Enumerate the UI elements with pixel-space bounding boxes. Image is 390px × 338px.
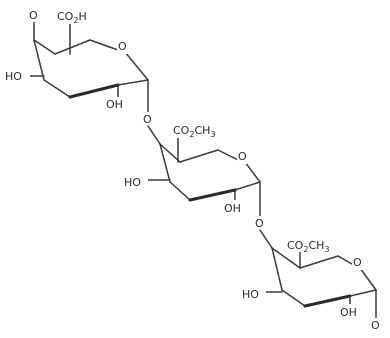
ring3-ho-label: HO: [242, 288, 259, 301]
ring2-bond-to-o: [217, 149, 239, 161]
ring1-bond-c4-c5: [33, 39, 56, 55]
ring1-ho-label: HO: [5, 70, 22, 83]
ring3-bond-c5-c6: [299, 255, 339, 269]
ring2-ho-label: HO: [124, 176, 141, 189]
ring3-oh-label: OH: [340, 306, 357, 319]
ring1-oh-label: OH: [106, 98, 123, 111]
link2-o-label: O: [255, 217, 264, 230]
ring2-bond-c4-c3: [159, 143, 171, 183]
ring3-bond-c3-c2: [281, 289, 306, 307]
ring1-bond-c2-c1: [117, 79, 149, 86]
ring1-top-o-label: O: [29, 9, 38, 22]
ring3-end-o-label: O: [371, 319, 380, 332]
ring1-bond-to-o: [89, 39, 119, 51]
link1-o-label: O: [143, 113, 152, 126]
ring2-bond-c3-c2: [169, 181, 191, 201]
ring1-bond-c3-c2: [43, 79, 71, 98]
ring3-bond-front: [303, 294, 352, 308]
ring1-bond-o-c1: [124, 51, 149, 81]
ring3-bond-c4-c5: [271, 247, 301, 269]
ring2-bond-c5-c6: [179, 149, 219, 163]
ring2-bond-o-c1: [244, 161, 261, 183]
ring3-bond-to-o: [337, 255, 353, 265]
ring1-bond-front: [68, 83, 120, 99]
ring-1: O CO2H O HO OH: [4, 8, 149, 113]
ring-3: CO2CH3 O HO OH O: [240, 238, 384, 332]
ring2-substituent-label: CO2CH3: [173, 124, 215, 139]
ring-2: CO2CH3 O HO OH: [122, 124, 261, 219]
ring1-substituent-label: CO2H: [57, 10, 87, 25]
ring2-ring-o-label: O: [238, 150, 247, 163]
ring2-oh-label: OH: [224, 202, 241, 215]
ring2-bond-c4-c5: [159, 143, 181, 163]
ring3-bond-o-c1: [359, 267, 377, 291]
ring3-bond-c4-c3: [271, 247, 283, 291]
ring1-bond-c4-c3: [33, 39, 45, 81]
ring2-bond-front: [188, 188, 237, 202]
ring2-bond-c2-c1: [234, 181, 261, 191]
ring1-ring-o-label: O: [118, 40, 127, 53]
ring3-ring-o-label: O: [353, 256, 362, 269]
ring3-substituent-label: CO2CH3: [287, 239, 329, 254]
link2-bond-down: [259, 229, 273, 249]
glycosidic-link-1: O: [141, 112, 161, 145]
glycosidic-link-2: O: [253, 216, 273, 249]
ring1-bond-c5-c6: [54, 39, 91, 55]
link1-bond-down: [147, 125, 161, 145]
ring3-bond-c2-c1: [349, 289, 377, 297]
